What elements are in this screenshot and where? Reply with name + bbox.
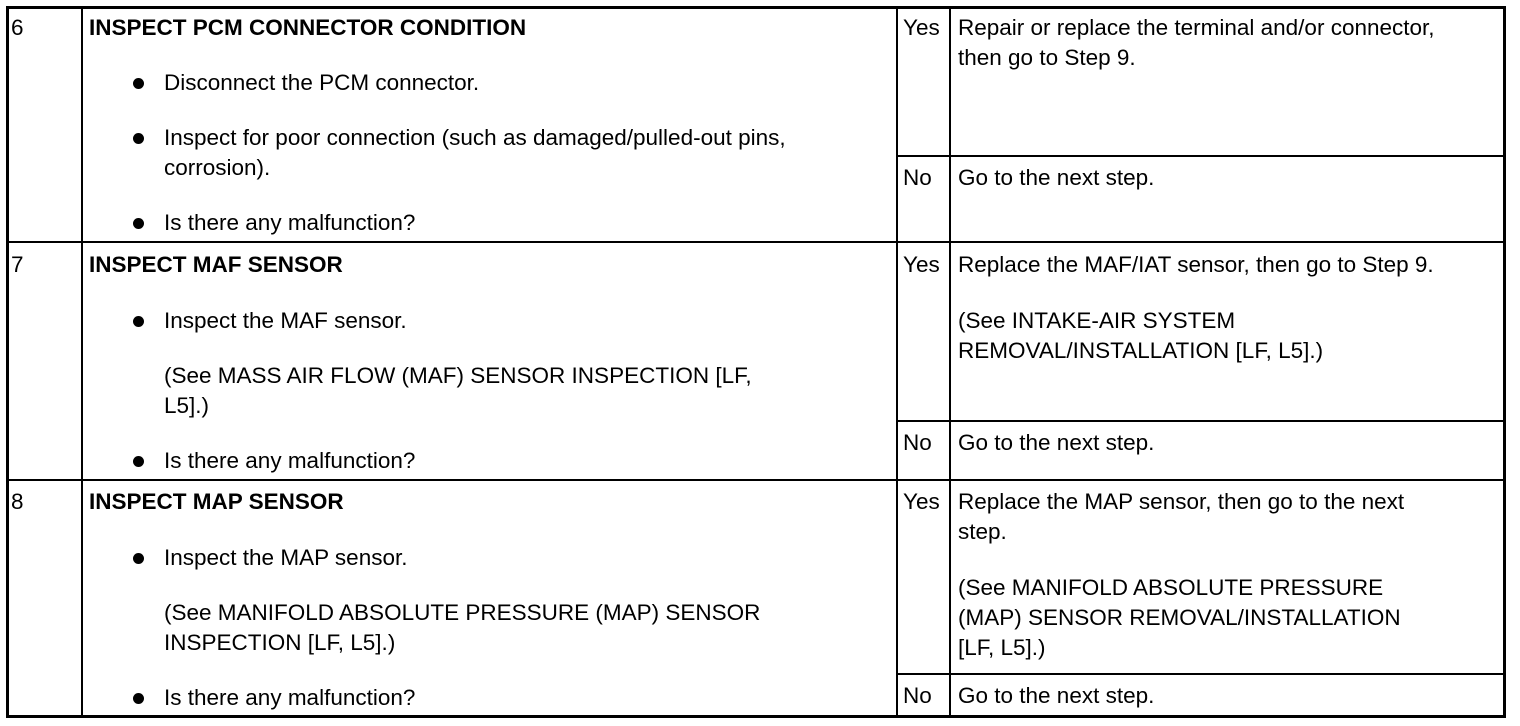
step-number: 8 xyxy=(11,489,24,514)
no-action: Go to the next step. xyxy=(958,430,1155,455)
bullet xyxy=(133,316,144,327)
step-reference: (See MASS AIR FLOW (MAF) SENSOR INSPECTI… xyxy=(164,363,752,388)
no-action: Go to the next step. xyxy=(958,683,1155,708)
bullet xyxy=(133,218,144,229)
step-instruction: Inspect for poor connection (such as dam… xyxy=(164,125,786,150)
yes-reference: REMOVAL/INSTALLATION [LF, L5].) xyxy=(958,338,1324,363)
column-divider xyxy=(896,6,898,718)
result-divider xyxy=(896,420,1506,422)
bullet xyxy=(133,693,144,704)
step-reference: INSPECTION [LF, L5].) xyxy=(164,630,396,655)
column-divider xyxy=(81,6,83,718)
step-question: Is there any malfunction? xyxy=(164,210,416,235)
bullet xyxy=(133,456,144,467)
yes-action: Replace the MAP sensor, then go to the n… xyxy=(958,489,1405,514)
yes-reference: (See INTAKE-AIR SYSTEM xyxy=(958,308,1236,333)
yes-reference: (MAP) SENSOR REMOVAL/INSTALLATION xyxy=(958,605,1401,630)
step-title: INSPECT MAF SENSOR xyxy=(89,252,343,277)
step-reference: L5].) xyxy=(164,393,210,418)
step-instruction: Inspect the MAF sensor. xyxy=(164,308,407,333)
yes-reference: (See MANIFOLD ABSOLUTE PRESSURE xyxy=(958,575,1384,600)
yes-label: Yes xyxy=(903,15,940,40)
step-reference: (See MANIFOLD ABSOLUTE PRESSURE (MAP) SE… xyxy=(164,600,761,625)
yes-reference: [LF, L5].) xyxy=(958,635,1046,660)
no-action: Go to the next step. xyxy=(958,165,1155,190)
row-divider xyxy=(6,479,1506,481)
row-divider xyxy=(6,241,1506,243)
step-instruction: Disconnect the PCM connector. xyxy=(164,70,480,95)
troubleshooting-table xyxy=(6,6,1506,718)
bullet xyxy=(133,553,144,564)
yes-action: then go to Step 9. xyxy=(958,45,1136,70)
no-label: No xyxy=(903,683,932,708)
no-label: No xyxy=(903,430,932,455)
yes-action: Replace the MAF/IAT sensor, then go to S… xyxy=(958,252,1434,277)
result-divider xyxy=(896,155,1506,157)
step-number: 6 xyxy=(11,15,24,40)
step-question: Is there any malfunction? xyxy=(164,685,416,710)
step-instruction: corrosion). xyxy=(164,155,271,180)
step-title: INSPECT MAP SENSOR xyxy=(89,489,344,514)
step-title: INSPECT PCM CONNECTOR CONDITION xyxy=(89,15,527,40)
no-label: No xyxy=(903,165,932,190)
step-instruction: Inspect the MAP sensor. xyxy=(164,545,408,570)
yes-action: Repair or replace the terminal and/or co… xyxy=(958,15,1435,40)
yes-action: step. xyxy=(958,519,1007,544)
bullet xyxy=(133,133,144,144)
result-divider xyxy=(896,673,1506,675)
yes-label: Yes xyxy=(903,489,940,514)
yes-label: Yes xyxy=(903,252,940,277)
column-divider xyxy=(949,6,951,718)
step-question: Is there any malfunction? xyxy=(164,448,416,473)
step-number: 7 xyxy=(11,252,24,277)
bullet xyxy=(133,78,144,89)
